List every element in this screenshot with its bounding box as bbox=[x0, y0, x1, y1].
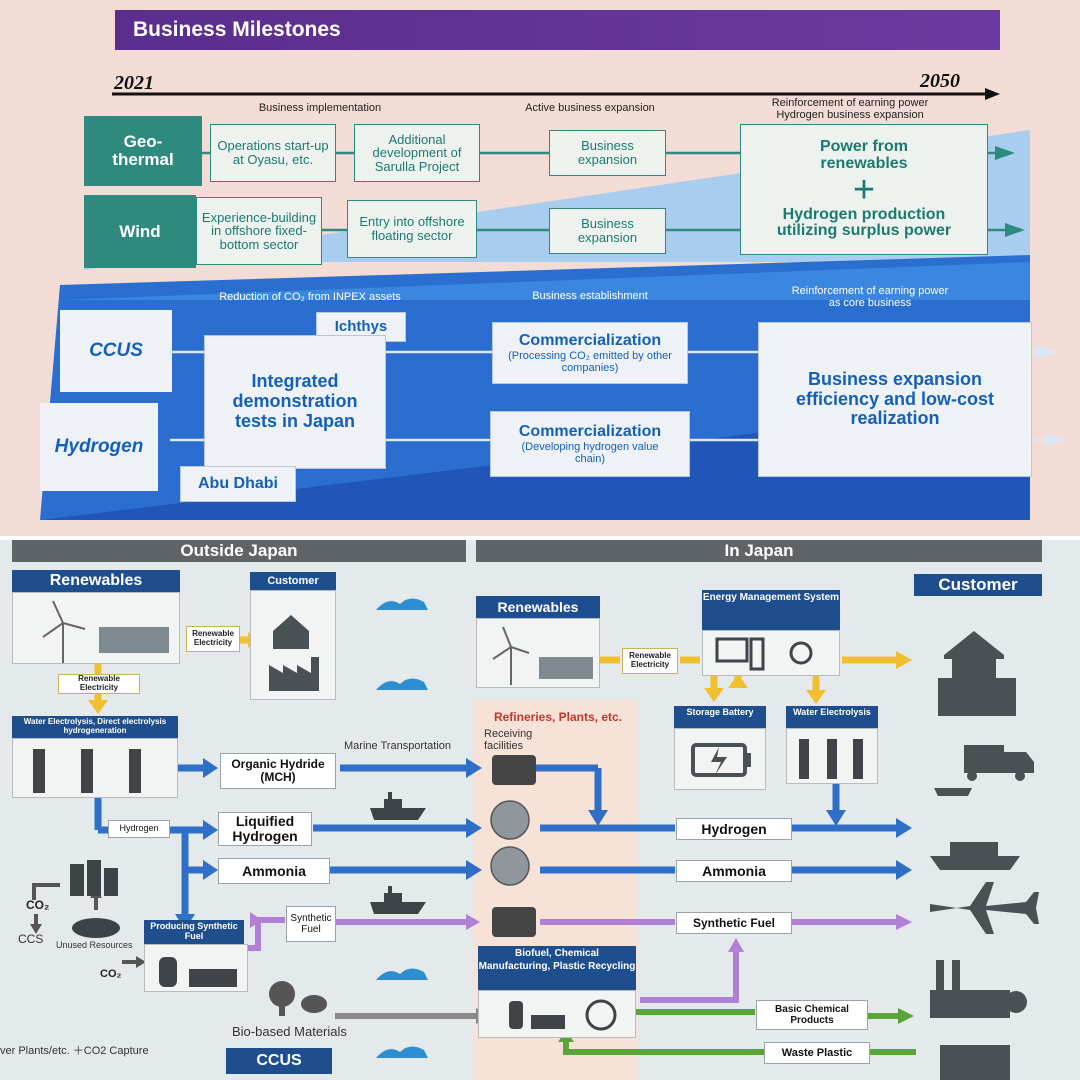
receiving-facilities-label: Receiving facilities bbox=[484, 728, 533, 753]
renewable-electricity-tag: Renewable Electricity bbox=[622, 648, 678, 674]
producing-synthetic-fuel-label: Producing Synthetic Fuel bbox=[144, 920, 244, 944]
co2-label: CO₂ bbox=[26, 898, 50, 912]
biofuel-image bbox=[478, 990, 636, 1038]
basic-chemical-box: Basic Chemical Products bbox=[756, 1000, 868, 1030]
year-end: 2050 bbox=[920, 70, 960, 92]
synthetic-fuel-plant-image bbox=[144, 944, 248, 992]
geothermal-step-2: Additional development of Sarulla Projec… bbox=[354, 124, 480, 182]
ammonia-outside-box: Ammonia bbox=[218, 858, 330, 884]
wind-step-1: Experience-building in offshore fixed-bo… bbox=[196, 197, 322, 265]
co2-input-label: CO₂ bbox=[100, 968, 122, 980]
page-title: Business Milestones bbox=[115, 10, 1000, 50]
phase-label: Active business expansion bbox=[525, 102, 655, 114]
water-electrolysis-japan-label: Water Electrolysis bbox=[786, 706, 878, 728]
commercialization-title: Commercialization bbox=[518, 423, 662, 441]
geothermal-step-3: Business expansion bbox=[549, 130, 666, 176]
marine-transportation-label: Marine Transportation bbox=[344, 740, 451, 752]
wind-step-3: Business expansion bbox=[549, 208, 666, 254]
phase-label: Business implementation bbox=[258, 102, 382, 114]
wind-solar-icon bbox=[42, 600, 169, 663]
renewables-goal-box: Power from renewables + Hydrogen product… bbox=[740, 124, 988, 255]
in-japan-header: In Japan bbox=[476, 540, 1042, 562]
ems-label: Energy Management System bbox=[702, 590, 840, 630]
renewables-outside-label: Renewables bbox=[12, 570, 180, 592]
waste-plastic-box: Waste Plastic bbox=[764, 1042, 870, 1064]
customer-outside-image bbox=[250, 590, 336, 700]
commercialization-sub: (Processing CO₂ emitted by other compani… bbox=[508, 349, 672, 374]
synthetic-fuel-japan-box: Synthetic Fuel bbox=[676, 912, 792, 934]
phase-label: Reinforcement of earning power bbox=[771, 97, 929, 109]
hydrogen-label: Hydrogen bbox=[40, 403, 158, 491]
phase-label: Reduction of CO₂ from INPEX assets bbox=[219, 291, 401, 303]
goal-line-1: Power from renewables bbox=[819, 137, 908, 172]
goal-line-2: Hydrogen production utilizing surplus po… bbox=[776, 205, 952, 240]
business-expansion-box: Business expansion efficiency and low-co… bbox=[758, 322, 1032, 477]
year-start: 2021 bbox=[114, 72, 154, 94]
water-electrolysis-outside-label: Water Electrolysis, Direct electrolysis … bbox=[12, 716, 178, 738]
hydrogen-japan-box: Hydrogen bbox=[676, 818, 792, 840]
ems-image bbox=[702, 630, 840, 676]
geothermal-step-1: Operations start-up at Oyasu, etc. bbox=[210, 124, 336, 182]
commercialization-sub: (Developing hydrogen value chain) bbox=[521, 440, 659, 465]
renewables-japan-image bbox=[476, 618, 600, 688]
plant-icon bbox=[159, 957, 237, 987]
liquified-hydrogen-box: Liquified Hydrogen bbox=[218, 812, 312, 846]
house-factory-icon bbox=[269, 615, 319, 691]
electrolyzer-icon bbox=[799, 739, 863, 779]
outside-japan-header: Outside Japan bbox=[12, 540, 466, 562]
renewables-japan-label: Renewables bbox=[476, 596, 600, 618]
ccus-label: CCUS bbox=[226, 1048, 332, 1074]
commercialization-ccus-box: Commercialization (Processing CO₂ emitte… bbox=[492, 322, 688, 384]
hydrogen-tag: Hydrogen bbox=[108, 820, 170, 838]
renewable-electricity-tag: Renewable Electricity bbox=[58, 674, 140, 694]
bio-based-materials-label: Bio-based Materials bbox=[232, 1024, 347, 1039]
phase-label: Reinforcement of earning power bbox=[791, 285, 949, 297]
renewable-electricity-tag: Renewable Electricity bbox=[186, 626, 240, 652]
organic-hydride-box: Organic Hydride (MCH) bbox=[220, 753, 336, 789]
phase-label: as core business bbox=[828, 297, 912, 309]
refineries-label: Refineries, Plants, etc. bbox=[493, 710, 623, 724]
commercialization-hydrogen-box: Commercialization (Developing hydrogen v… bbox=[490, 411, 690, 477]
ammonia-japan-box: Ammonia bbox=[676, 860, 792, 882]
ccs-label: CCS bbox=[18, 932, 44, 946]
recycle-icon bbox=[509, 999, 617, 1031]
energy-flow-panel: Outside Japan In Japan Renewables Renewa… bbox=[0, 540, 1080, 1080]
electrolyzer-icon bbox=[33, 749, 141, 793]
flow-arrows bbox=[30, 598, 1039, 1080]
electrolysis-japan-image bbox=[786, 728, 878, 784]
geothermal-label: Geo- thermal bbox=[84, 116, 202, 186]
battery-icon bbox=[691, 743, 751, 777]
customer-outside-label: Customer bbox=[250, 572, 336, 590]
commercialization-title: Commercialization bbox=[518, 332, 662, 350]
integrated-tests-box: Integrated demonstration tests in Japan bbox=[204, 335, 386, 469]
phase-label: Business establishment bbox=[532, 290, 648, 302]
unused-resources-label: Unused Resources bbox=[56, 940, 133, 950]
battery-image bbox=[674, 728, 766, 790]
wind-solar-icon bbox=[492, 626, 593, 685]
renewables-outside-image bbox=[12, 592, 180, 664]
phase-label: Hydrogen business expansion bbox=[776, 109, 924, 121]
computer-icon bbox=[715, 637, 813, 671]
ccus-label: CCUS bbox=[60, 310, 172, 392]
plus-icon: + bbox=[852, 168, 876, 211]
power-plants-label: ver Plants/etc. ＋CO2 Capture bbox=[0, 1045, 149, 1057]
wind-label: Wind bbox=[84, 195, 196, 268]
biofuel-label: Biofuel, Chemical Manufacturing, Plastic… bbox=[478, 946, 636, 990]
synthetic-fuel-tag: Synthetic Fuel bbox=[286, 906, 336, 942]
abu-dhabi-box: Abu Dhabi bbox=[180, 466, 296, 502]
electrolysis-image bbox=[12, 738, 178, 798]
storage-battery-label: Storage Battery bbox=[674, 706, 766, 728]
wind-step-2: Entry into offshore floating sector bbox=[347, 200, 477, 258]
business-milestones-panel: Business Milestones 2021 2050 Business i… bbox=[0, 0, 1080, 536]
customer-japan-label: Customer bbox=[914, 574, 1042, 596]
